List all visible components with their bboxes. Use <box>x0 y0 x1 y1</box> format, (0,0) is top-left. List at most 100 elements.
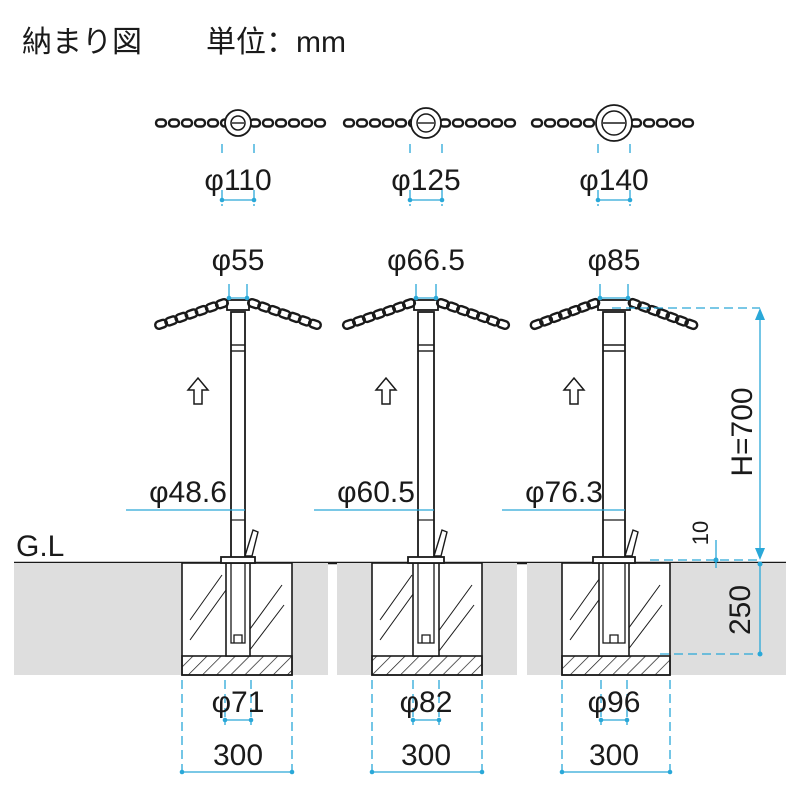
chain-link <box>668 118 682 128</box>
flange-dimension <box>407 197 445 203</box>
chain-link <box>184 308 199 320</box>
chain-link <box>529 318 544 331</box>
chain-link <box>455 304 471 317</box>
base-flange <box>592 556 636 564</box>
chain-link <box>164 315 179 327</box>
base-flange <box>407 556 445 564</box>
flange-dimension <box>219 197 257 203</box>
chain-link <box>655 118 669 128</box>
lock-latch <box>624 529 639 557</box>
chain-link <box>435 297 451 310</box>
chain-link <box>569 118 583 128</box>
chain-link <box>300 118 314 128</box>
chain-link <box>477 118 491 128</box>
post-cap <box>413 299 439 311</box>
flange-diameter-label: φ140 <box>579 164 649 197</box>
chain-link <box>674 315 689 327</box>
chain-link <box>637 301 652 313</box>
post <box>602 311 626 560</box>
up-arrow-icon <box>186 376 210 405</box>
chain-link <box>684 318 699 331</box>
chain-link <box>368 118 382 128</box>
gravel-base <box>561 655 671 676</box>
height-arrow-top <box>755 308 765 320</box>
chain-link <box>313 118 327 128</box>
chain-link <box>576 301 591 313</box>
chain-link <box>567 304 582 317</box>
chain-link <box>445 301 461 313</box>
chain-link <box>556 118 570 128</box>
depth-point-bottom <box>757 651 763 657</box>
chain-link <box>261 118 275 128</box>
top-chain-left <box>154 118 233 128</box>
chain-right <box>435 297 511 331</box>
sleeve <box>598 562 630 657</box>
cap-dimension <box>597 295 631 301</box>
chain-left <box>154 297 229 331</box>
gravel-base <box>181 655 293 676</box>
sleeve-dimension <box>598 717 630 723</box>
chain-link <box>381 304 397 317</box>
sleeve <box>412 562 440 657</box>
chain-right <box>247 297 322 331</box>
bollard-models: φ110φ55φ48.6φ71300φ125φ66.5φ60.5φ82300φ1… <box>126 104 699 778</box>
post-diameter-label: φ60.5 <box>337 476 415 509</box>
foundation-width-dimension <box>179 769 295 775</box>
cap-dimension <box>226 295 250 301</box>
foundation-width-label: 300 <box>213 739 263 772</box>
top-chain-right <box>438 118 517 128</box>
chain-link <box>485 315 501 327</box>
chain-right <box>627 297 699 331</box>
lock-latch <box>244 529 259 557</box>
vertical-dimensions: H=700 10 250 <box>612 307 765 657</box>
chain-link <box>351 315 367 327</box>
height-value: H=700 <box>726 387 759 476</box>
top-chain-right <box>629 118 695 128</box>
sleeve-diameter-label: φ82 <box>400 686 453 719</box>
chain-link <box>381 118 395 128</box>
chain-link <box>465 308 481 320</box>
chain-link <box>642 118 656 128</box>
chain-link <box>204 301 219 313</box>
top-chain-left <box>530 118 596 128</box>
post <box>417 311 435 560</box>
post-cap <box>226 299 250 311</box>
chain-link <box>267 304 282 317</box>
sleeve-slot <box>609 634 619 643</box>
chain-link <box>257 301 272 313</box>
foundation-width-dimension <box>369 769 485 775</box>
chain-link <box>287 118 301 128</box>
chain-link <box>154 118 168 128</box>
foundation-width-dimension <box>559 769 673 775</box>
sleeve-slot <box>233 634 243 643</box>
chain-left <box>529 297 601 331</box>
chain-link <box>539 315 554 327</box>
chain-link <box>475 311 491 324</box>
chain-link <box>355 118 369 128</box>
up-arrow-icon <box>562 376 586 405</box>
chain-link <box>655 308 671 320</box>
base-flange <box>220 556 256 564</box>
chain-link <box>543 118 557 128</box>
chain-link <box>627 297 642 310</box>
chain-link <box>548 311 563 324</box>
unit-label: 単位：mm <box>206 26 346 59</box>
post-diameter-label: φ48.6 <box>149 476 227 509</box>
above-ground-value: 10 <box>688 521 713 545</box>
flange-diameter-label: φ110 <box>204 164 271 197</box>
chain-link <box>394 118 408 128</box>
foundation-width-label: 300 <box>589 739 639 772</box>
chain-link <box>194 304 209 317</box>
chain-link <box>297 315 312 327</box>
cap-dimension <box>413 295 439 301</box>
above-ground-point <box>713 557 719 563</box>
diagram-title: 納まり図 <box>22 26 142 59</box>
chain-link <box>287 311 302 324</box>
cap-diameter-label: φ85 <box>588 244 641 277</box>
chain-link <box>277 308 292 320</box>
sleeve-slot <box>421 634 431 643</box>
chain-link <box>586 297 601 310</box>
chain-link <box>391 301 407 313</box>
sleeve-dimension <box>410 717 442 723</box>
